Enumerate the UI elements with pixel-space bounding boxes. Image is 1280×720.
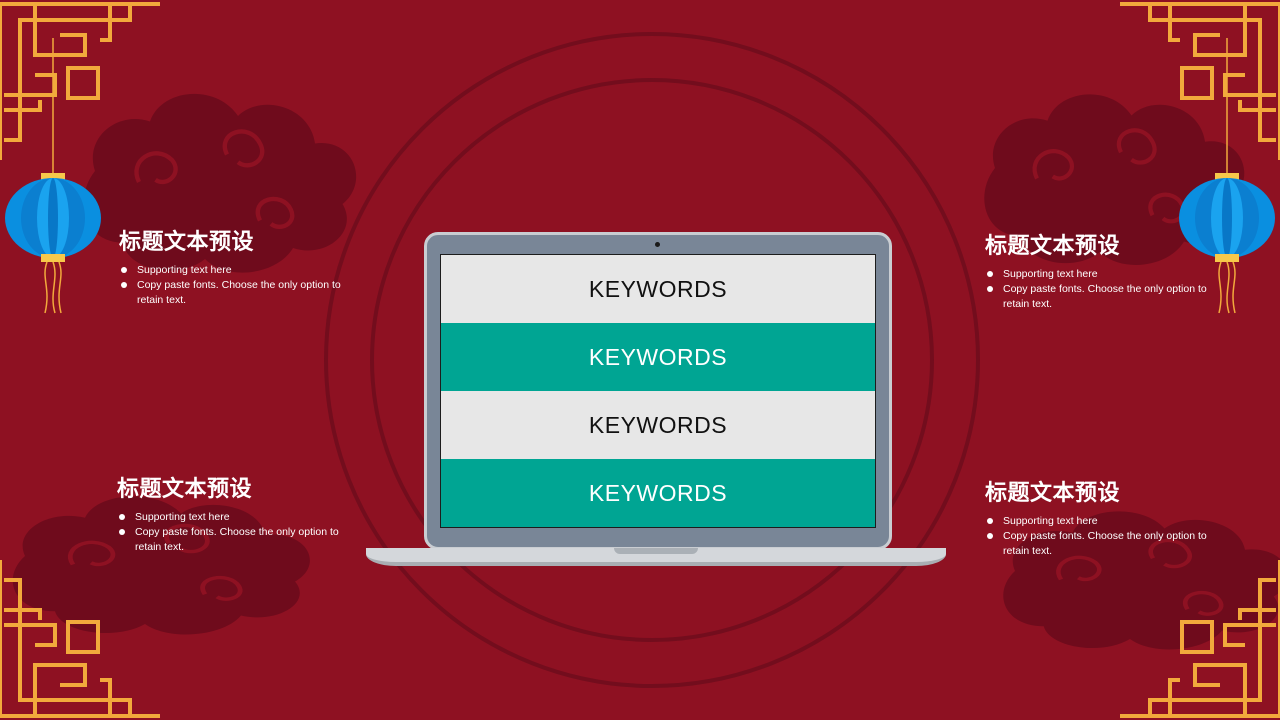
- keyword-row: KEYWORDS: [441, 391, 875, 459]
- text-block-top-right: 标题文本预设 Supporting text here Copy paste f…: [985, 233, 1225, 312]
- bullet-item: Copy paste fonts. Choose the only option…: [985, 529, 1225, 559]
- bullet-item: Copy paste fonts. Choose the only option…: [119, 278, 359, 308]
- bullet-list: Supporting text here Copy paste fonts. C…: [117, 510, 357, 555]
- bullet-item: Copy paste fonts. Choose the only option…: [117, 525, 357, 555]
- laptop-camera: [655, 242, 660, 247]
- bullet-item: Supporting text here: [985, 267, 1225, 282]
- text-block-bottom-right: 标题文本预设 Supporting text here Copy paste f…: [985, 480, 1225, 559]
- block-title: 标题文本预设: [119, 230, 255, 255]
- keyword-row: KEYWORDS: [441, 459, 875, 527]
- laptop-base: [366, 548, 946, 566]
- bullet-list: Supporting text here Copy paste fonts. C…: [985, 267, 1225, 312]
- bullet-item: Supporting text here: [117, 510, 357, 525]
- text-block-bottom-left: 标题文本预设 Supporting text here Copy paste f…: [117, 476, 357, 555]
- block-title: 标题文本预设: [117, 477, 253, 502]
- text-block-top-left: 标题文本预设 Supporting text here Copy paste f…: [119, 229, 359, 308]
- bullet-item: Copy paste fonts. Choose the only option…: [985, 282, 1225, 312]
- bullet-item: Supporting text here: [119, 263, 359, 278]
- keyword-row: KEYWORDS: [441, 255, 875, 323]
- laptop-screen: KEYWORDS KEYWORDS KEYWORDS KEYWORDS: [440, 254, 876, 528]
- bullet-list: Supporting text here Copy paste fonts. C…: [985, 514, 1225, 559]
- bullet-item: Supporting text here: [985, 514, 1225, 529]
- block-title: 标题文本预设: [985, 481, 1121, 506]
- block-title: 标题文本预设: [985, 234, 1121, 259]
- keyword-row: KEYWORDS: [441, 323, 875, 391]
- laptop-notch: [614, 548, 698, 554]
- bullet-list: Supporting text here Copy paste fonts. C…: [119, 263, 359, 308]
